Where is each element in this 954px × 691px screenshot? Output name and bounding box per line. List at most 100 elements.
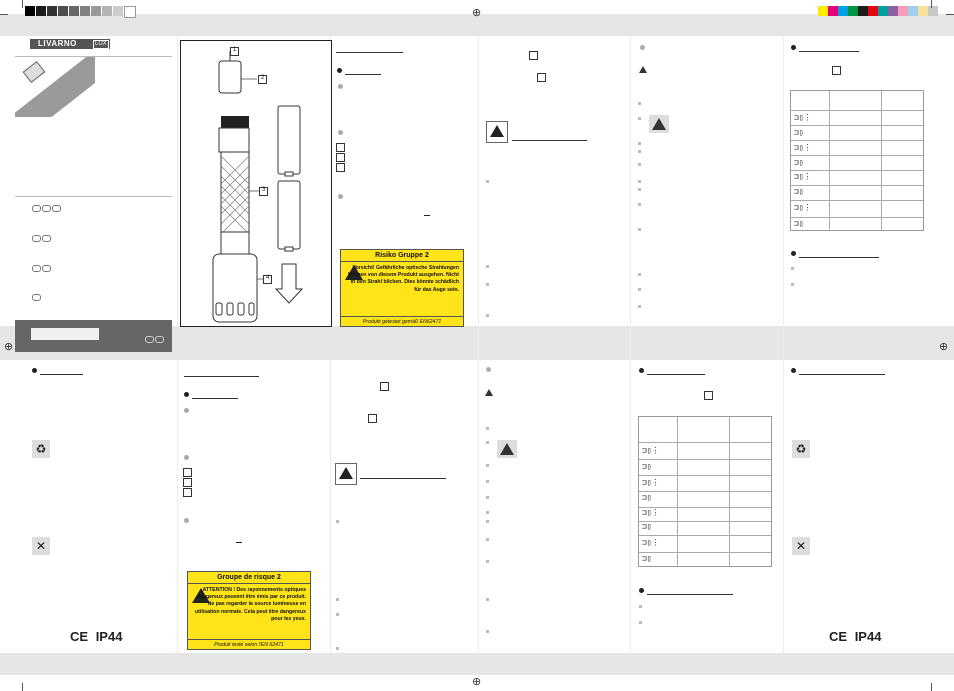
item-box — [380, 382, 389, 391]
section-heading-rule — [647, 374, 705, 375]
list-marker — [638, 203, 641, 206]
color-swatch — [918, 6, 928, 16]
color-swatch — [878, 6, 888, 16]
brand-name: LIVARNO — [38, 39, 77, 48]
section-heading-rule — [345, 74, 381, 75]
color-swatch — [908, 6, 918, 16]
figure-label-3: 3 — [259, 187, 268, 196]
list-bullet — [338, 84, 343, 89]
gray-swatch — [80, 6, 90, 16]
list-marker — [486, 538, 489, 541]
item-box — [336, 153, 345, 162]
mode-icon: ⊐▯⋮ — [794, 143, 812, 152]
warning-triangle-icon — [639, 66, 647, 73]
item-box — [832, 66, 841, 75]
risk-warning-fr: Groupe de risque 2 ATTENTION ! Des rayon… — [187, 571, 311, 650]
list-bullet — [184, 408, 189, 413]
color-swatch — [828, 6, 838, 16]
list-marker — [638, 150, 641, 153]
list-marker — [638, 180, 641, 183]
service-icon — [22, 60, 46, 84]
list-bullet — [338, 130, 343, 135]
mode-icon: ⊐▯ — [794, 219, 804, 228]
list-marker — [638, 228, 641, 231]
list-marker — [638, 273, 641, 276]
section-heading-rule — [336, 52, 403, 53]
list-bullet — [486, 367, 491, 372]
risk-body-de: Vorsicht! Gefährliche optische Strahlung… — [348, 265, 459, 293]
mode-icon: ⊐▯ — [642, 493, 652, 502]
warning-triangle-icon — [485, 389, 493, 396]
mode-icon: ⊐▯ — [642, 462, 652, 471]
section-heading-rule — [799, 374, 885, 375]
list-bullet — [338, 194, 343, 199]
gray-swatch — [47, 6, 57, 16]
crossed-bin-icon: ✕ — [792, 537, 810, 555]
figure-label-2: 2 — [258, 75, 267, 84]
list-marker — [638, 163, 641, 166]
risk-title-fr: Groupe de risque 2 — [188, 574, 310, 584]
mode-icon: ⊐▯ — [794, 187, 804, 196]
section-heading-rule — [799, 51, 859, 52]
language-row — [32, 265, 52, 273]
gray-swatch — [113, 6, 123, 16]
warning-heading — [335, 463, 357, 485]
bottom-band — [0, 653, 954, 675]
crop-mark — [946, 14, 954, 15]
list-marker — [336, 647, 339, 650]
list-marker — [638, 188, 641, 191]
risk-body-fr: ATTENTION ! Des rayonnements optiques da… — [195, 587, 306, 622]
light-mode-table — [638, 416, 772, 567]
laser-warning-icon — [497, 440, 517, 458]
crop-mark — [931, 0, 932, 8]
list-marker — [486, 427, 489, 430]
risk-warning-de: Risiko Gruppe 2 Vorsicht! Gefährliche op… — [340, 249, 464, 327]
section-heading-rule — [512, 140, 587, 141]
crop-mark — [22, 683, 23, 691]
ce-mark: CE IP44 — [70, 629, 122, 644]
column-guide — [478, 36, 479, 653]
gray-swatch — [124, 6, 136, 18]
mode-icon: ⊐▯⋮ — [794, 203, 812, 212]
gray-swatch — [36, 6, 46, 16]
cover-separator — [15, 56, 172, 57]
list-bullet — [640, 45, 645, 50]
item-box — [529, 51, 538, 60]
item-box — [336, 143, 345, 152]
column-guide — [177, 36, 178, 326]
list-marker — [336, 520, 339, 523]
language-row — [145, 336, 165, 344]
list-bullet — [184, 518, 189, 523]
figure-label-4: 4 — [263, 275, 272, 284]
list-marker — [486, 520, 489, 523]
list-marker — [486, 283, 489, 286]
disposal-icon: ♻ — [792, 440, 810, 458]
list-marker — [791, 283, 794, 286]
section-bullet — [791, 251, 796, 256]
mode-icon: ⊐▯⋮ — [642, 538, 660, 547]
list-marker — [638, 288, 641, 291]
list-marker — [486, 511, 489, 514]
warning-heading — [486, 121, 508, 143]
list-marker — [486, 560, 489, 563]
list-marker — [486, 480, 489, 483]
mode-icon: ⊐▯ — [794, 158, 804, 167]
item-box — [183, 478, 192, 487]
item-box — [704, 391, 713, 400]
section-heading-rule — [40, 374, 83, 375]
warning-triangle-icon — [339, 467, 353, 479]
ce-text: CE — [829, 629, 848, 644]
language-row — [32, 205, 62, 213]
gray-swatch — [25, 6, 35, 16]
column-guide — [630, 36, 631, 653]
figure-panel: 1 2 3 4 — [180, 40, 332, 327]
column-guide — [783, 36, 784, 653]
item-box — [336, 163, 345, 172]
mode-icon: ⊐▯⋮ — [642, 478, 660, 487]
registration-mark: ⊕ — [472, 7, 482, 19]
color-swatch — [898, 6, 908, 16]
laser-warning-icon — [649, 115, 669, 133]
cover-separator — [15, 196, 172, 197]
gray-swatch — [69, 6, 79, 16]
service-sticker: www.lidl-service.com — [15, 57, 95, 117]
